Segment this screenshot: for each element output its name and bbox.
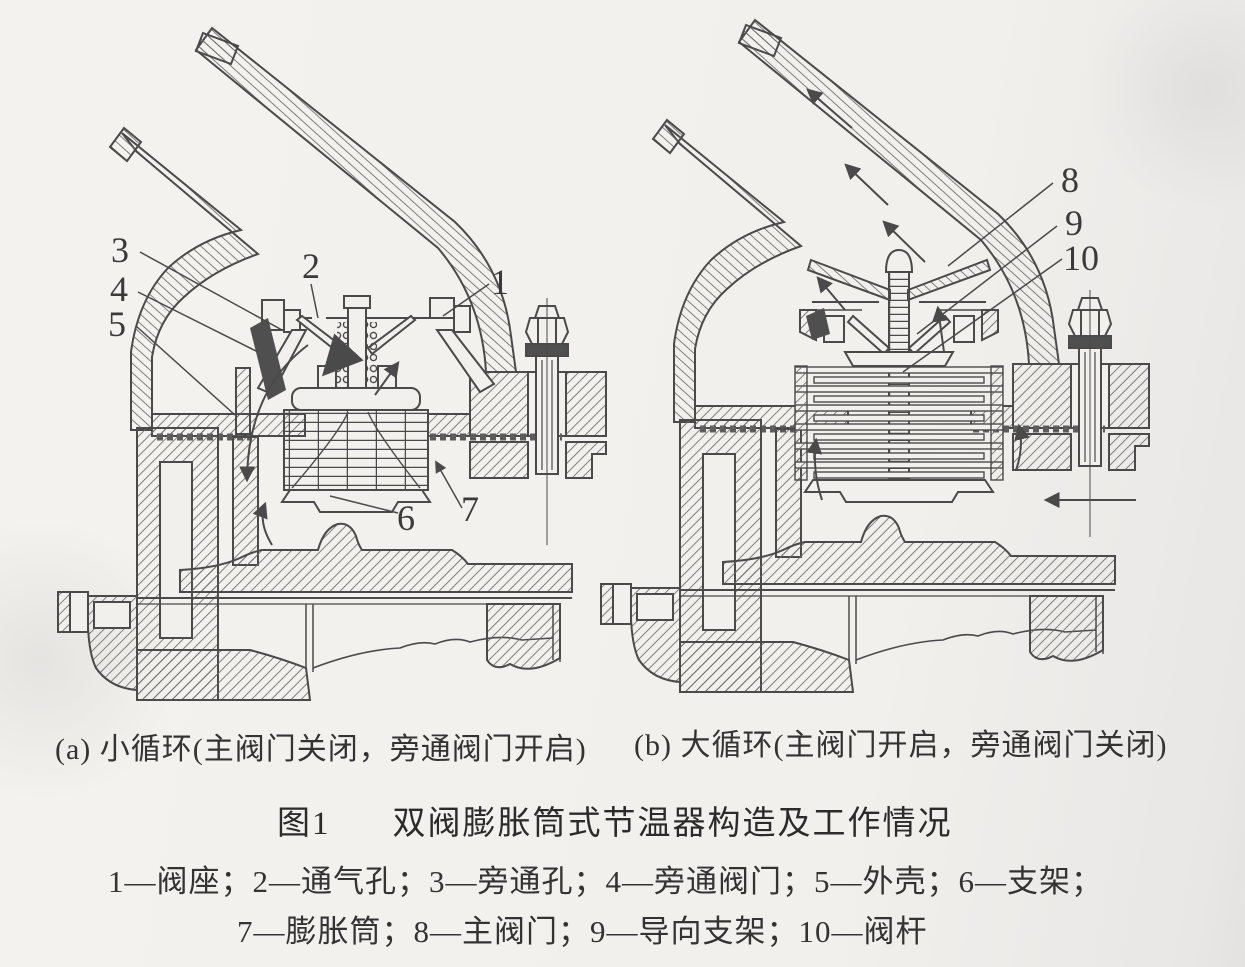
leaders-b	[902, 182, 1063, 373]
callout-6: 6	[397, 498, 415, 538]
diagram-b: 8 9 10	[601, 20, 1149, 692]
figure-title: 双阀膨胀筒式节温器构造及工作情况	[392, 806, 953, 842]
diagram-a: 3 4 5 2 1 6 7	[58, 28, 606, 700]
seat-leg-right	[435, 329, 496, 394]
bypass-valve-closed	[806, 308, 830, 340]
stem-cap	[884, 248, 914, 273]
bypass-valve	[250, 318, 286, 400]
callout-10: 10	[1063, 238, 1099, 278]
callout-3: 3	[111, 230, 129, 270]
bypass-channel-wall	[235, 367, 251, 435]
caption-b: (b) 大循环(主阀门开启，旁通阀门关闭)	[634, 729, 1168, 762]
flow-arrows-b	[806, 276, 1136, 508]
callout-9: 9	[1065, 203, 1083, 243]
bellows-a	[280, 387, 432, 513]
bellows-body	[283, 409, 429, 491]
caption-a: (a) 小循环(主阀门关闭，旁通阀门开启)	[55, 733, 587, 766]
callout-4: 4	[110, 269, 128, 309]
bellows-top-cap	[291, 387, 421, 411]
callout-1: 1	[491, 262, 509, 302]
pipe-arrows-b	[806, 88, 926, 263]
callout-8: 8	[1061, 160, 1079, 200]
figure-title-row: 图1 双阀膨胀筒式节温器构造及工作情况	[277, 796, 953, 844]
leaders-a	[135, 251, 490, 514]
bellows-b	[794, 351, 1004, 503]
callout-5: 5	[108, 304, 126, 344]
spring-right	[367, 322, 377, 408]
bellows-top-connect	[843, 351, 955, 367]
callout-7: 7	[461, 489, 479, 529]
callout-2: 2	[302, 246, 320, 286]
legend-line-1: 1—阀座；2—通气孔；3—旁通孔；4—旁通阀门；5—外壳；6—支架；	[108, 864, 1103, 899]
bellows-plates	[795, 366, 1003, 480]
flow-arrows-a	[239, 333, 400, 546]
legend-line-2: 7—膨胀筒；8—主阀门；9—导向支架；10—阀杆	[237, 914, 928, 949]
figure-number: 图1	[277, 806, 331, 842]
main-valve-open	[806, 248, 992, 311]
support-bracket-b	[803, 479, 995, 503]
